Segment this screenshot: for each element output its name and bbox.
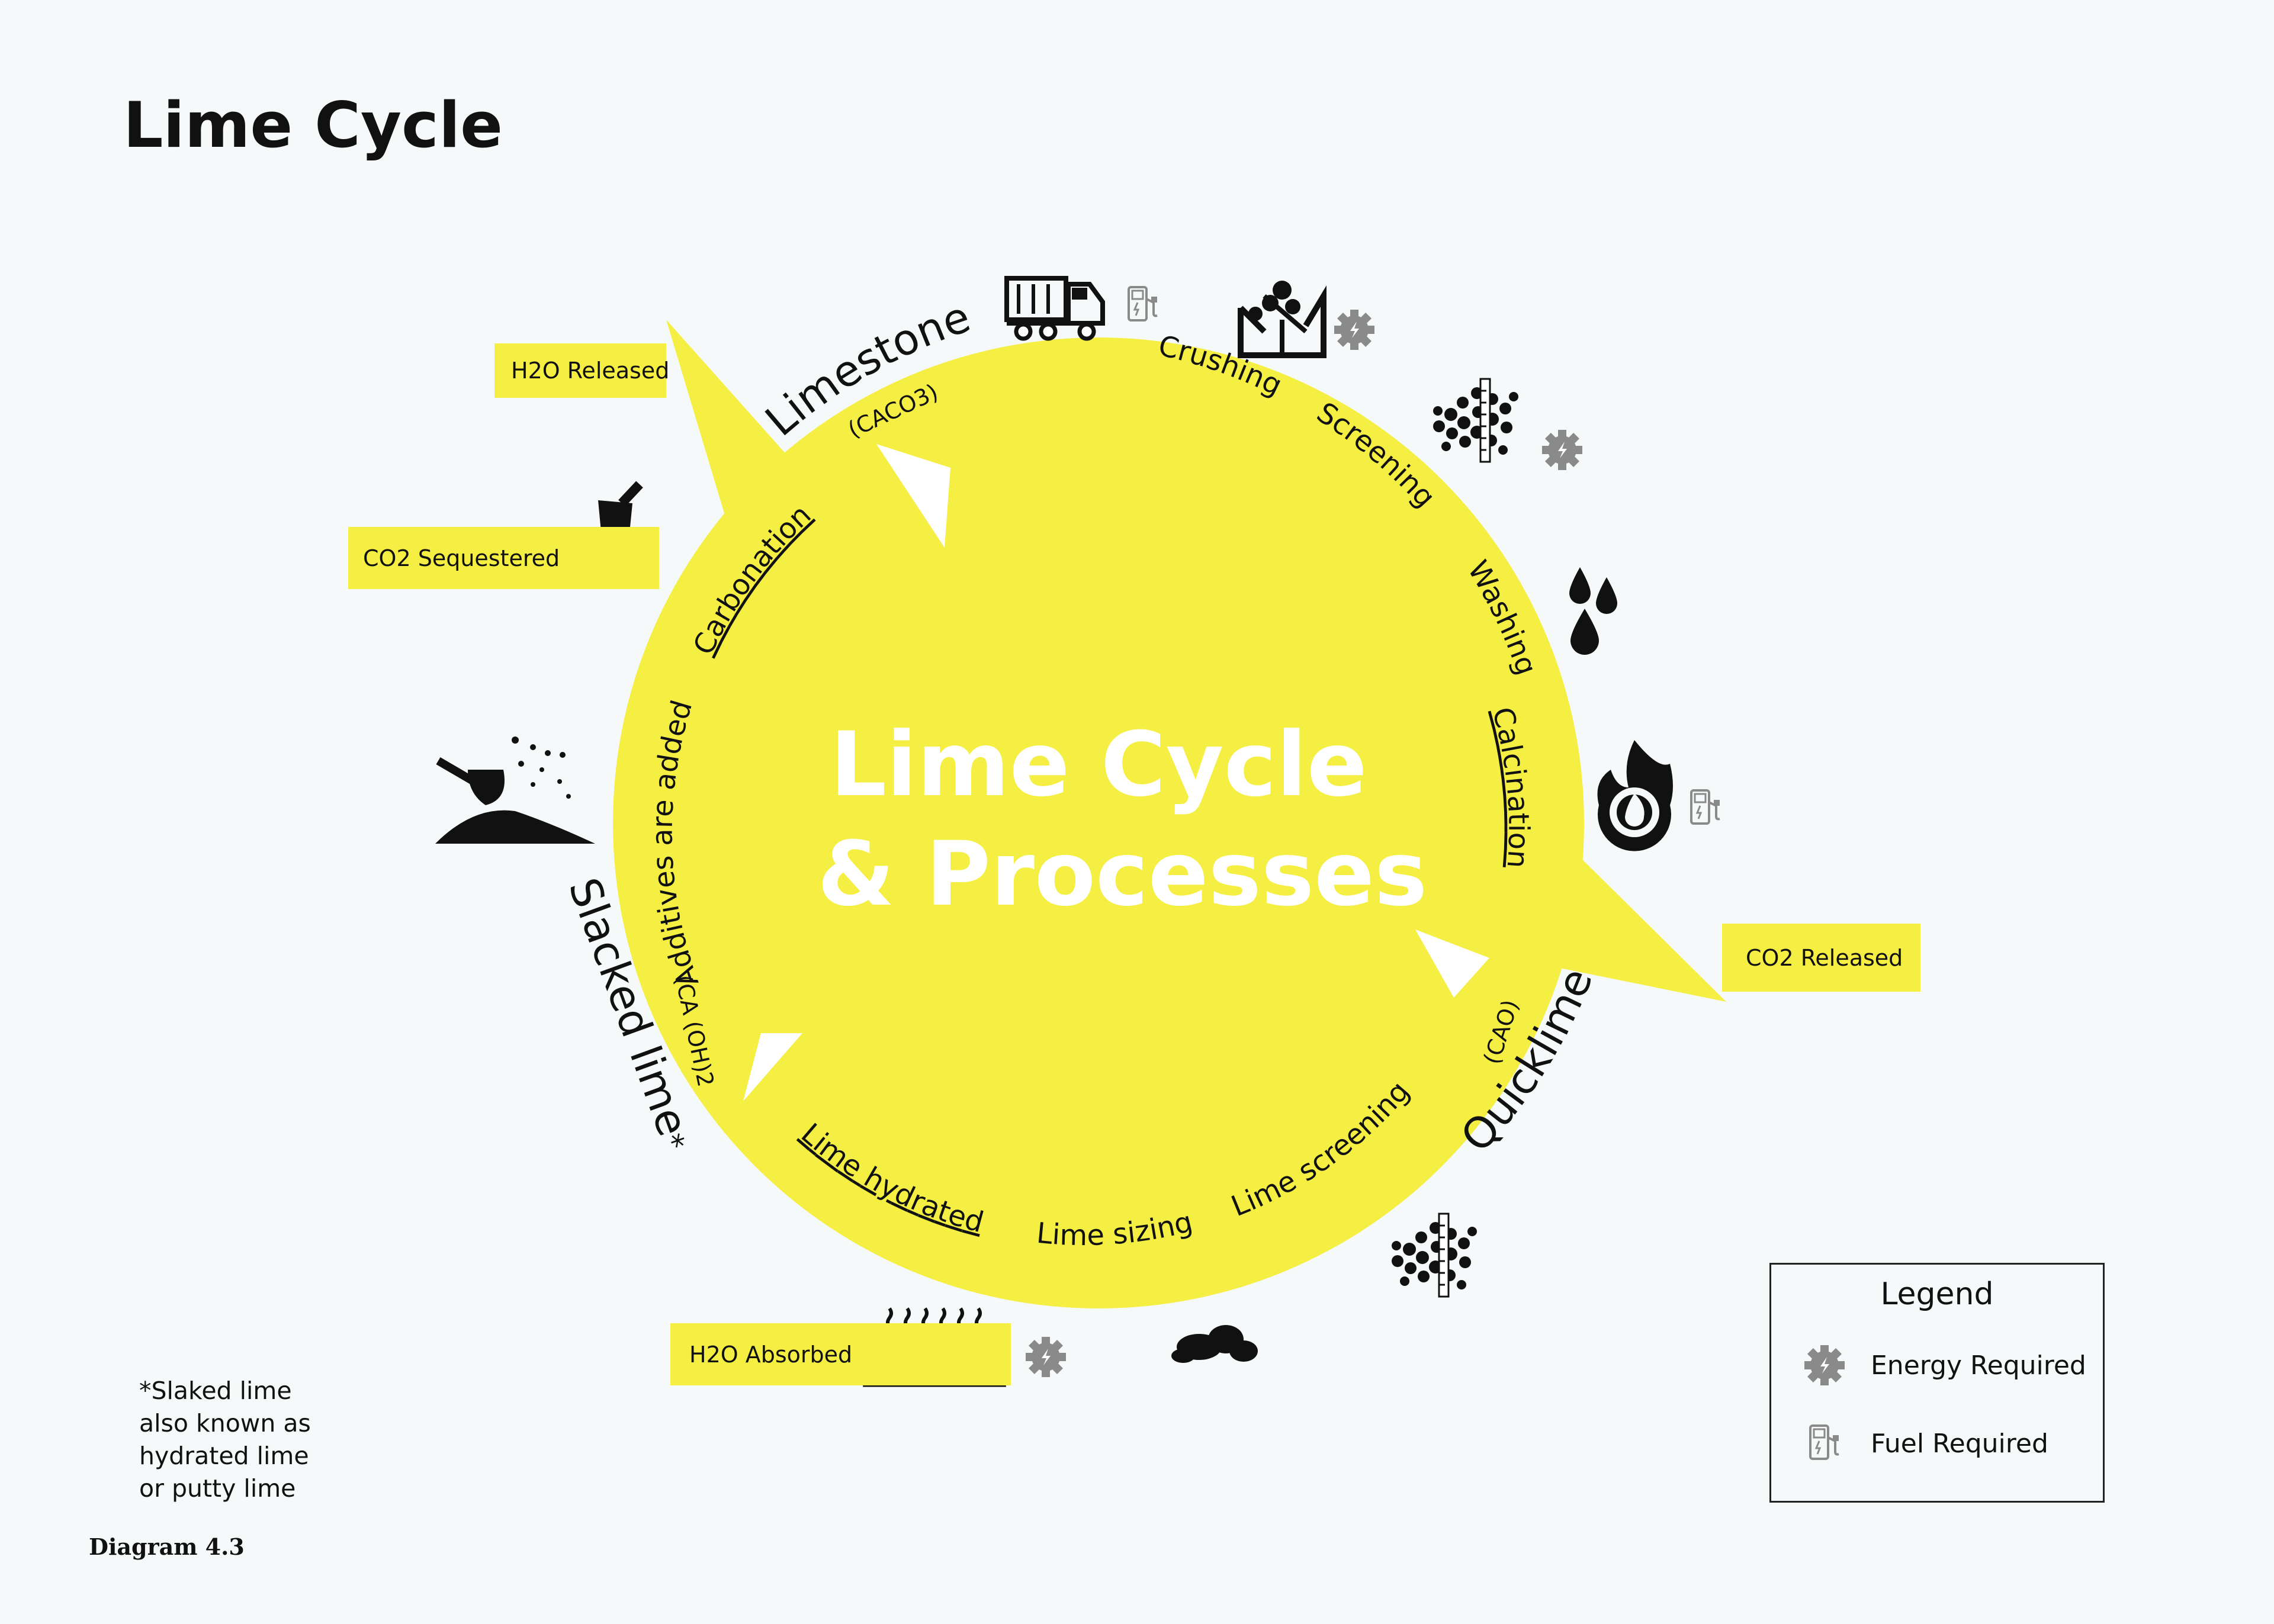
shovel-pile-icon [435, 737, 595, 844]
arrowhead-limestone [876, 444, 950, 548]
water-drops-icon [1569, 567, 1617, 655]
tag-h2o-released: H2O Released [494, 343, 669, 398]
fuel-pump-icon [1809, 1424, 1840, 1460]
footnote-line: *Slaked lime [139, 1377, 292, 1405]
arrowhead-quicklime [1415, 930, 1489, 998]
footnote: *Slaked lime also known as hydrated lime… [139, 1375, 311, 1505]
legend-fuel-row: Fuel Required [1801, 1420, 2048, 1467]
rocks-icon [1171, 1325, 1258, 1363]
legend-energy-label: Energy Required [1871, 1350, 2086, 1381]
center-title-line2: & Processes [817, 823, 1428, 926]
footnote-line: also known as [139, 1409, 311, 1438]
gear-icon [1334, 310, 1374, 350]
legend-energy-row: Energy Required [1801, 1342, 2086, 1389]
fire-icon [1597, 740, 1673, 851]
tag-h2o-absorbed: H2O Absorbed [670, 1323, 1011, 1385]
dump-truck-icon [1004, 276, 1105, 341]
arrowhead-slacked [743, 1033, 802, 1101]
center-title-line1: Lime Cycle [830, 713, 1367, 816]
fuel-pump-icon [1128, 286, 1158, 321]
fuel-pump-icon [1690, 789, 1721, 825]
gear-icon [1026, 1337, 1066, 1377]
tag-co2-sequestered: CO2 Sequestered [348, 527, 659, 589]
page-title: Lime Cycle [123, 89, 503, 162]
gravel-sieve-icon [1432, 378, 1520, 463]
process-mining: Mining [0, 0, 12, 7]
diagram-number: Diagram 4.3 [89, 1533, 245, 1560]
footnote-line: or putty lime [139, 1474, 296, 1503]
cycle-circle [613, 320, 1726, 1308]
gear-icon [1542, 430, 1582, 470]
legend-fuel-label: Fuel Required [1871, 1428, 2048, 1459]
tag-co2-released: CO2 Released [1722, 924, 1920, 992]
crusher-icon [1238, 281, 1326, 358]
gear-icon [1804, 1345, 1845, 1385]
gravel-sieve-icon [1390, 1213, 1478, 1298]
center-title: Lime Cycle & Processes [817, 710, 1428, 930]
legend: Legend Energy Required Fuel Required [1769, 1263, 2105, 1503]
legend-title: Legend [1880, 1276, 1994, 1312]
footnote-line: hydrated lime [139, 1442, 309, 1470]
